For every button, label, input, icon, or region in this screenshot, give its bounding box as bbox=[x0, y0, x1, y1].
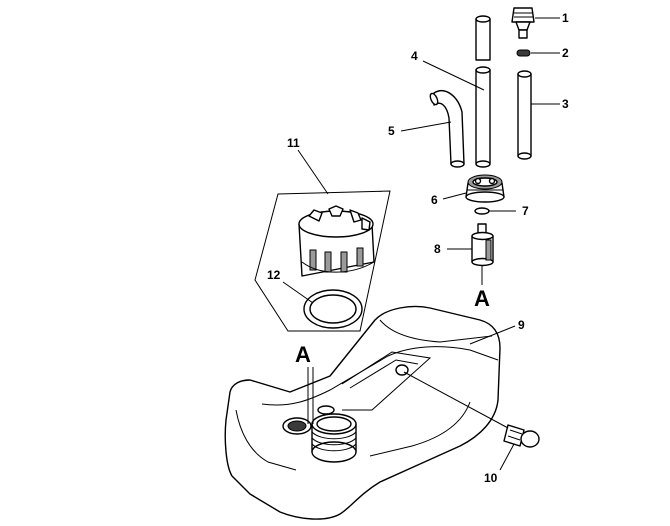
callout-11: 11 bbox=[287, 136, 300, 150]
part-6-grommet bbox=[465, 174, 505, 203]
callout-4: 4 bbox=[411, 49, 418, 63]
part-10-bolt bbox=[503, 424, 540, 448]
part-5-curved-tube bbox=[429, 90, 465, 168]
callout-3: 3 bbox=[562, 97, 569, 111]
part-1-fitting bbox=[511, 7, 535, 39]
marker-a-left: A bbox=[295, 342, 311, 367]
part-4-long-tube bbox=[475, 15, 491, 168]
callout-9: 9 bbox=[518, 318, 525, 332]
leader-lines bbox=[282, 17, 560, 471]
callout-labels: 1 2 3 4 5 6 7 8 9 10 11 12 A A bbox=[267, 11, 569, 485]
callout-7: 7 bbox=[522, 204, 529, 218]
callout-5: 5 bbox=[388, 124, 395, 138]
callout-10: 10 bbox=[484, 471, 498, 485]
part-12-gasket bbox=[303, 289, 363, 329]
part-9-fuel-tank bbox=[224, 305, 501, 520]
part-8-fuel-filter bbox=[471, 223, 494, 267]
part-11-cap-group bbox=[254, 190, 391, 332]
callout-1: 1 bbox=[562, 11, 569, 25]
callout-2: 2 bbox=[562, 46, 569, 60]
marker-a-right: A bbox=[474, 286, 490, 311]
part-7-o-ring bbox=[474, 207, 490, 215]
callout-6: 6 bbox=[431, 193, 438, 207]
callout-8: 8 bbox=[434, 242, 441, 256]
part-3-tube bbox=[517, 70, 532, 160]
callout-12: 12 bbox=[267, 268, 281, 282]
part-2-ring bbox=[516, 49, 531, 57]
